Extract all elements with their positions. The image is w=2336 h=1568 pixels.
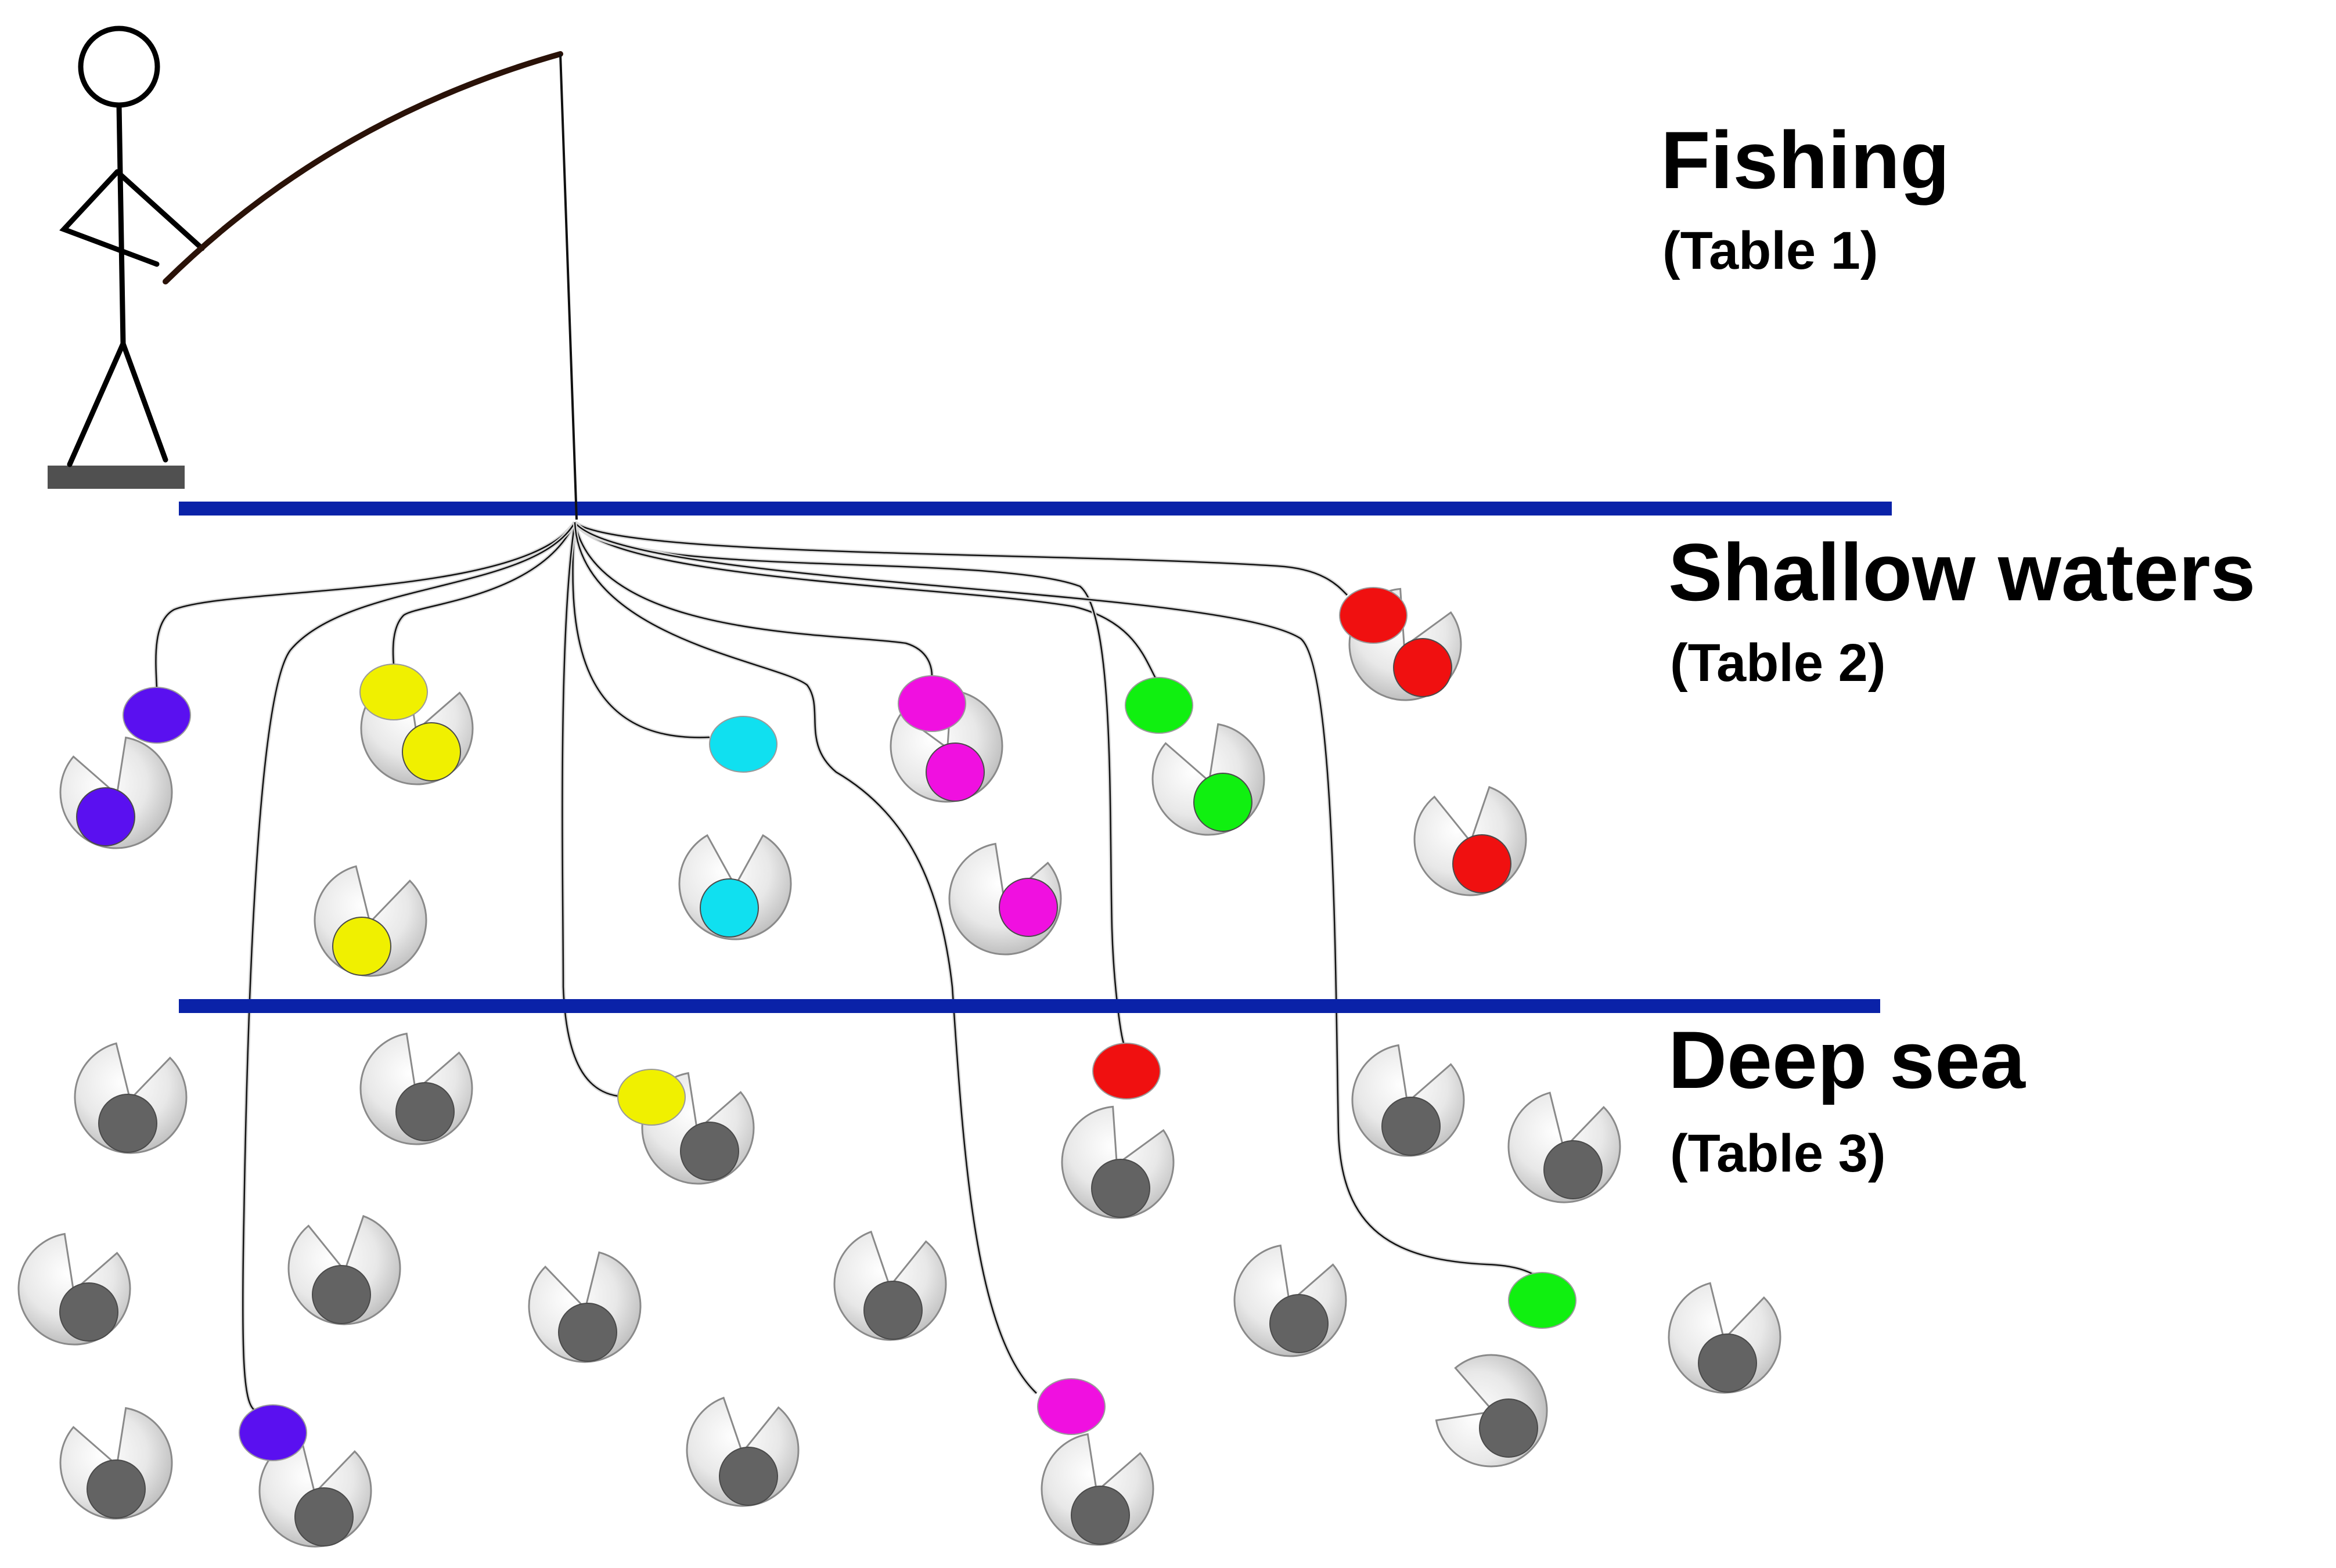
bait-layer bbox=[123, 587, 1576, 1461]
main-fishing-line bbox=[559, 53, 578, 520]
stick-figure-fisher-icon bbox=[59, 26, 205, 467]
bait-red-deep bbox=[1092, 1043, 1161, 1100]
fish-red-shallow-2 bbox=[1413, 785, 1527, 896]
line-to-bait-magenta-deep bbox=[573, 522, 1038, 1395]
shallow-waters-title: Shallow waters bbox=[1668, 527, 2256, 618]
fish-yellow-shallow-2 bbox=[314, 865, 427, 977]
fish-deep-12 bbox=[1668, 1282, 1781, 1394]
bait-green-shallow bbox=[1125, 677, 1193, 734]
deep-sea-table-reference: (Table 3) bbox=[1670, 1124, 1886, 1183]
line-to-bait-purple-deep bbox=[240, 521, 577, 1413]
line-to-bait-red-shallow bbox=[573, 521, 1349, 597]
line-to-bait-cyan-shallow bbox=[571, 522, 710, 740]
bait-magenta-deep bbox=[1037, 1378, 1106, 1435]
fish-deep-17 bbox=[1435, 1354, 1548, 1468]
fishing-lines-layer bbox=[153, 521, 1540, 1413]
bait-cyan-shallow bbox=[709, 716, 778, 773]
fish-magenta-shallow-1 bbox=[890, 689, 1003, 803]
fish-layer bbox=[17, 587, 1781, 1548]
line-to-bait-magenta-shallow bbox=[573, 522, 934, 677]
fishing-zone-title: Fishing bbox=[1661, 114, 1950, 206]
bait-magenta-shallow bbox=[898, 675, 966, 732]
line-to-bait-yellow-deep bbox=[560, 522, 618, 1098]
fish-deep-15 bbox=[686, 1396, 800, 1507]
fish-cyan-shallow bbox=[678, 834, 792, 940]
deep-sea-title: Deep sea bbox=[1668, 1014, 2025, 1105]
bait-red-shallow bbox=[1339, 587, 1408, 644]
line-to-bait-green-deep bbox=[573, 521, 1540, 1279]
fish-deep-6 bbox=[1507, 1091, 1621, 1203]
fish-deep-14 bbox=[258, 1436, 372, 1548]
bait-yellow-deep bbox=[617, 1069, 686, 1126]
fish-deep-8 bbox=[287, 1214, 401, 1325]
structure-layer bbox=[48, 26, 1892, 1013]
fish-purple-shallow bbox=[59, 736, 173, 849]
line-to-bait-red-deep bbox=[573, 521, 1126, 1044]
fish-green-shallow bbox=[1151, 723, 1265, 836]
fish-deep-4 bbox=[1061, 1105, 1175, 1219]
fish-deep-10 bbox=[833, 1230, 947, 1341]
dock-platform bbox=[48, 466, 185, 489]
fish-magenta-shallow-2 bbox=[948, 842, 1062, 956]
fish-deep-1 bbox=[74, 1042, 188, 1154]
bait-purple-deep bbox=[239, 1404, 307, 1461]
fish-deep-7 bbox=[17, 1232, 131, 1346]
fish-deep-16 bbox=[1041, 1433, 1154, 1546]
fish-deep-5 bbox=[1351, 1044, 1465, 1157]
fish-deep-2 bbox=[359, 1032, 473, 1145]
line-to-bait-yellow-shallow bbox=[391, 521, 577, 665]
fish-deep-13 bbox=[59, 1407, 173, 1520]
bait-yellow-shallow bbox=[359, 664, 428, 720]
shallow-waters-table-reference: (Table 2) bbox=[1670, 633, 1886, 693]
fish-deep-9 bbox=[528, 1251, 642, 1363]
fishing-table-reference: (Table 1) bbox=[1662, 221, 1878, 280]
bait-green-deep bbox=[1508, 1272, 1576, 1329]
line-to-bait-green-shallow bbox=[573, 521, 1158, 679]
bait-purple-shallow bbox=[123, 687, 191, 744]
fishing-rod bbox=[163, 51, 563, 284]
fish-deep-11 bbox=[1233, 1244, 1347, 1357]
line-to-bait-purple-shallow bbox=[153, 521, 577, 689]
